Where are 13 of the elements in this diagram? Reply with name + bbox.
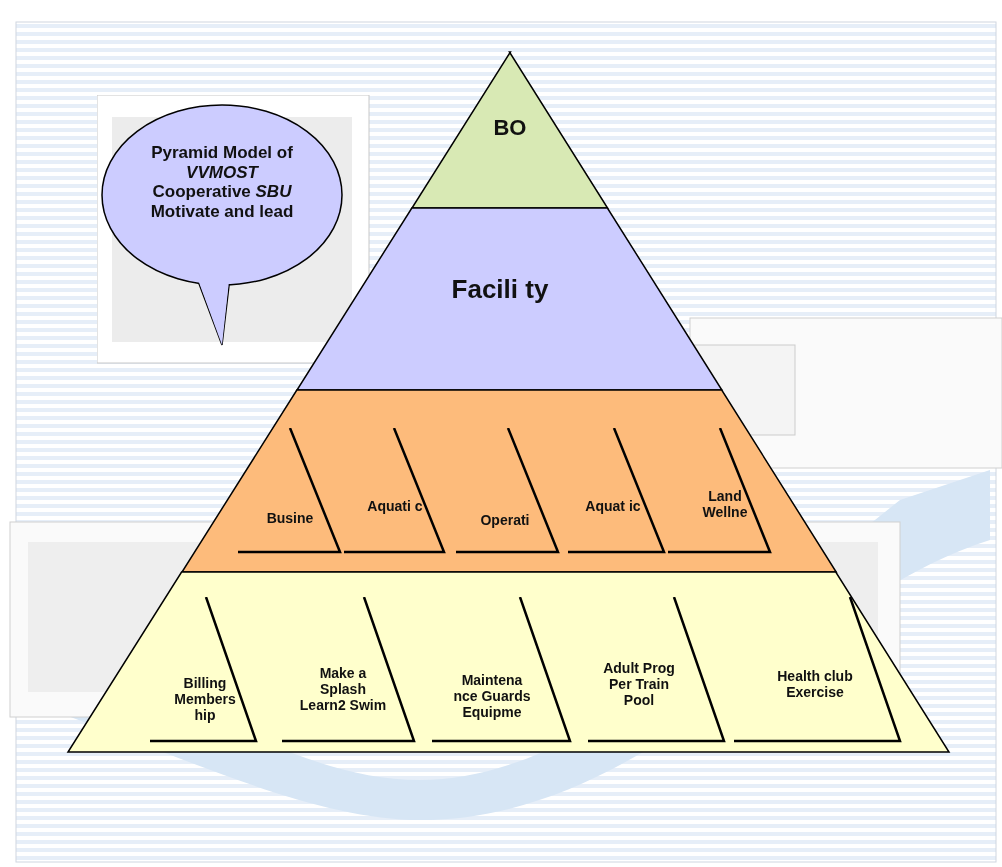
item-label: Make a Splash Learn2 Swim — [298, 665, 388, 714]
item-label: Busine — [265, 510, 315, 527]
item-label: Billing Members hip — [173, 675, 237, 724]
item-label: Health club Exercise — [776, 668, 854, 701]
tier-label: Facili ty — [450, 275, 550, 305]
item-label: Maintena nce Guards Equipme — [452, 672, 532, 721]
item-label: Aquat ic — [584, 498, 642, 515]
item-label: Aquati c — [366, 498, 424, 515]
bubble-text: Pyramid Model of VVMOST Cooperative SBU Motivate and lead — [149, 143, 295, 222]
tier-label: BO — [492, 115, 528, 141]
item-label: Operati — [479, 512, 531, 529]
item-label: Land Wellne — [701, 488, 749, 521]
item-label: Adult Prog Per Train Pool — [602, 660, 676, 709]
